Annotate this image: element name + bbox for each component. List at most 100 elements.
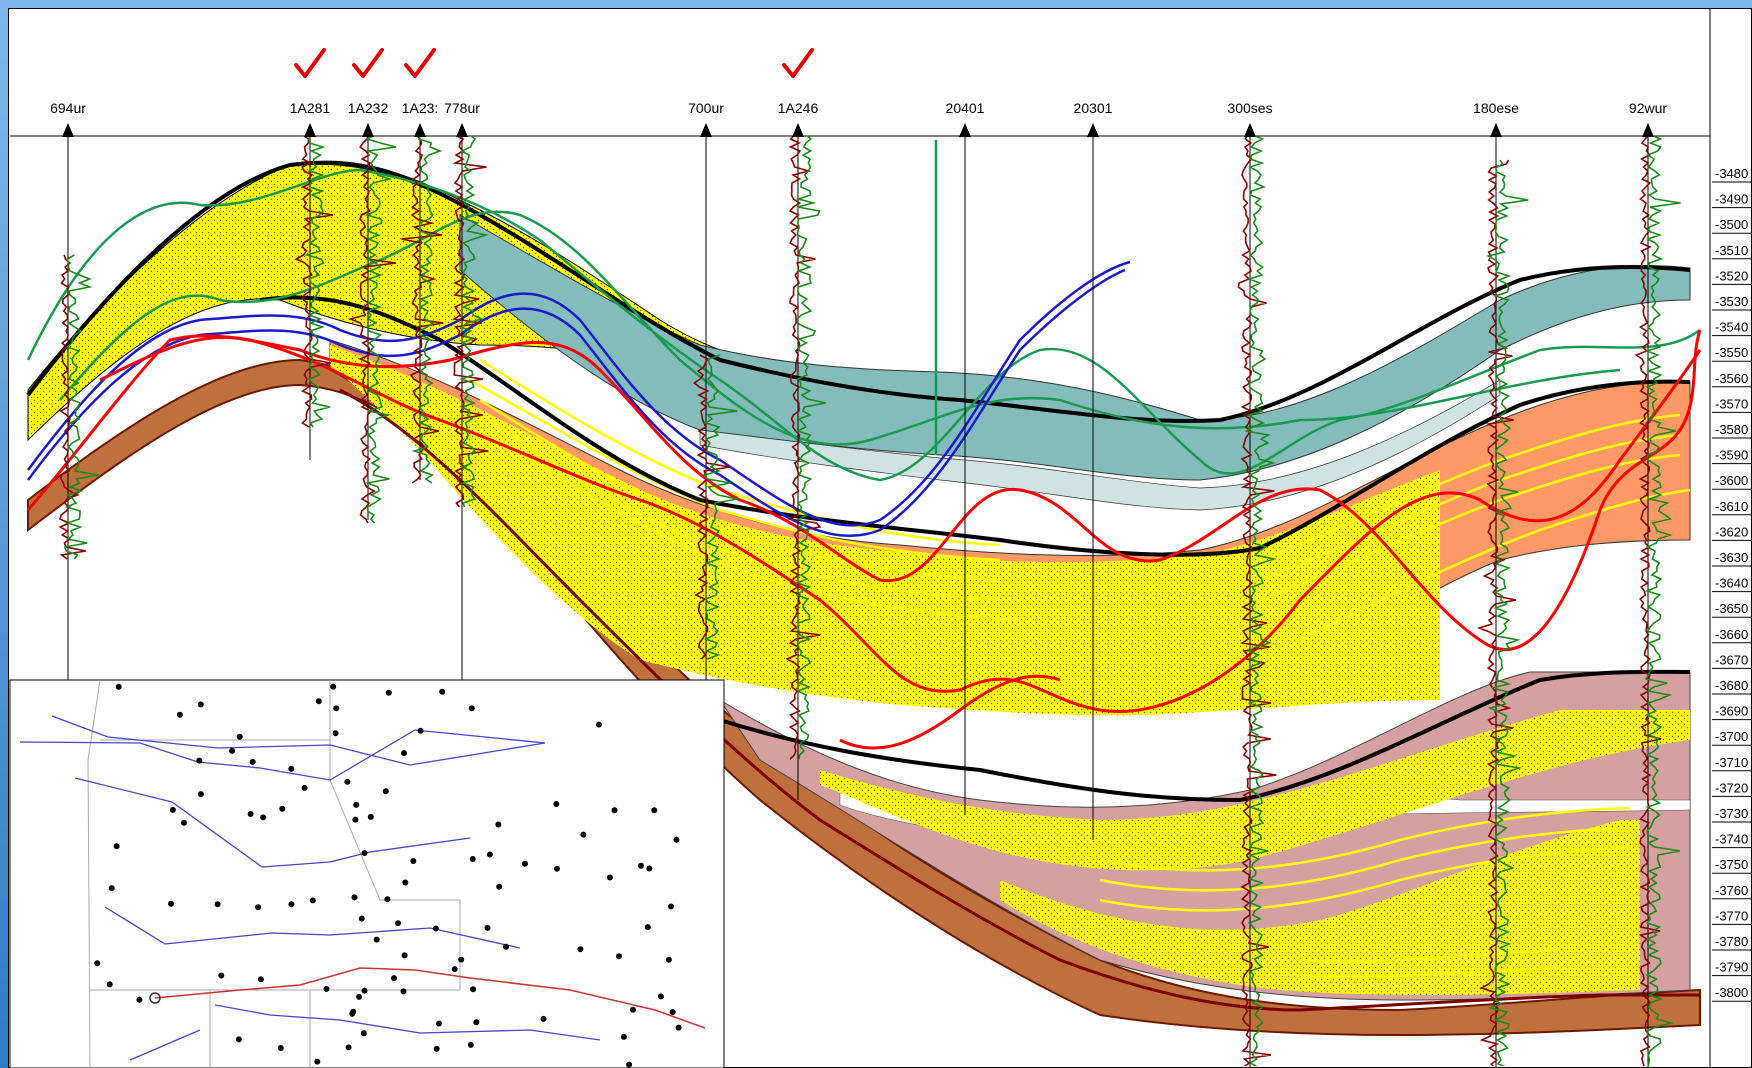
map-selected-well[interactable] <box>149 992 161 1004</box>
map-well-dot <box>436 1020 442 1027</box>
map-well-dot <box>580 831 587 838</box>
gamma-log-curve <box>451 136 489 508</box>
map-well-dot <box>113 843 120 850</box>
well-label[interactable]: 300ses <box>1227 100 1272 116</box>
map-well-dot <box>473 1019 480 1026</box>
map-well-dot <box>361 987 368 994</box>
map-well-dot <box>382 788 389 795</box>
map-well-dot <box>433 1045 440 1052</box>
lower-sand-lobe <box>820 710 1690 871</box>
depth-label: -3710 <box>1715 755 1748 770</box>
map-well-dot <box>400 988 407 995</box>
depth-label: -3480 <box>1715 166 1748 181</box>
depth-label: -3510 <box>1715 243 1748 258</box>
gamma-log-curve <box>58 254 86 560</box>
gamma-log-curve <box>1476 159 1517 1066</box>
map-well-dot <box>458 956 465 963</box>
map-well-dot <box>486 851 493 858</box>
map-well-dot <box>470 986 477 993</box>
map-well-dot <box>229 747 236 754</box>
map-well-dot <box>115 683 122 690</box>
depth-label: -3540 <box>1715 320 1748 335</box>
map-section-line <box>104 906 521 949</box>
inset-map[interactable] <box>9 679 725 1068</box>
gamma-log-curve <box>1634 136 1662 1066</box>
well-label[interactable]: 694ur <box>50 100 86 116</box>
well-label[interactable]: 1A246 <box>778 100 819 116</box>
well-headers: 694ur 1A281 1A232 1A23: 778ur 700ur 1A246 20401… <box>50 48 1667 137</box>
depth-label: -3690 <box>1715 704 1748 719</box>
map-well-dot <box>484 924 491 931</box>
triangle-up-icon[interactable] <box>792 123 804 137</box>
map-well-dot <box>323 985 330 992</box>
map-well-dot <box>395 920 401 927</box>
map-well-dot <box>668 903 674 910</box>
well-label[interactable]: 778ur <box>444 100 480 116</box>
depth-label: -3670 <box>1715 652 1748 667</box>
map-well-dot <box>384 896 391 903</box>
triangle-up-icon[interactable] <box>700 123 712 137</box>
main-sand-body <box>330 345 1440 716</box>
map-section-line <box>74 777 471 868</box>
triangle-up-icon[interactable] <box>1244 123 1256 137</box>
map-well-dot <box>235 1036 242 1043</box>
depth-label: -3560 <box>1715 371 1748 386</box>
map-well-dot <box>106 981 113 988</box>
map-well-dot <box>616 953 622 960</box>
green-correlation-curves <box>26 168 1701 482</box>
well-label[interactable]: 92wur <box>1629 100 1667 116</box>
map-well-dot <box>94 960 101 967</box>
triangle-up-icon[interactable] <box>456 123 468 137</box>
triangle-up-icon[interactable] <box>414 123 426 137</box>
map-well-dot <box>288 901 295 908</box>
map-well-dot <box>345 1044 352 1051</box>
triangle-up-icon[interactable] <box>1490 123 1502 137</box>
well-label[interactable]: 20401 <box>946 100 985 116</box>
well-label[interactable]: 1A232 <box>348 100 389 116</box>
triangle-up-icon[interactable] <box>362 123 374 137</box>
well-label[interactable]: 1A23: <box>402 100 439 116</box>
map-well-dot <box>402 879 409 886</box>
map-well-dot <box>626 1061 633 1068</box>
depth-label: -3530 <box>1715 294 1748 309</box>
resistivity-log-curve <box>411 136 443 484</box>
triangle-up-icon[interactable] <box>1087 123 1099 137</box>
triangle-up-icon[interactable] <box>304 123 316 137</box>
depth-label: -3520 <box>1715 268 1748 283</box>
map-well-dot <box>353 801 360 808</box>
red-checkmark-icon <box>404 48 436 78</box>
map-well-dot <box>344 778 351 785</box>
triangle-up-icon[interactable] <box>1642 123 1654 137</box>
map-well-dot <box>367 813 374 820</box>
resistivity-log-curve <box>1644 136 1681 1066</box>
map-active-section-line <box>154 967 706 1029</box>
triangle-up-icon[interactable] <box>959 123 971 137</box>
map-well-dot <box>277 1045 284 1051</box>
map-well-dot <box>314 1058 321 1065</box>
well-label[interactable]: 180ese <box>1473 100 1519 116</box>
well-label[interactable]: 20301 <box>1074 100 1113 116</box>
triangle-up-icon[interactable] <box>62 123 74 137</box>
map-well-dot <box>356 993 363 1000</box>
depth-label: -3590 <box>1715 448 1748 463</box>
dark-red-basement-line <box>339 388 1700 1012</box>
map-well-dot <box>181 819 187 826</box>
well-label[interactable]: 1A281 <box>290 100 331 116</box>
depth-label: -3570 <box>1715 396 1748 411</box>
map-well-dot <box>630 1006 636 1013</box>
map-well-dot <box>467 1041 474 1048</box>
map-well-dot <box>553 801 560 807</box>
map-well-dot <box>669 1009 676 1016</box>
map-well-dot <box>675 1024 682 1031</box>
map-well-dot <box>358 915 365 922</box>
map-well-dots <box>94 683 682 1068</box>
depth-label: -3790 <box>1715 960 1748 975</box>
resistivity-log-curve <box>63 254 99 560</box>
map-well-dot <box>315 698 322 705</box>
map-well-dot <box>197 791 204 798</box>
gamma-log-curve <box>692 354 731 660</box>
well-label[interactable]: 700ur <box>688 100 724 116</box>
map-well-dot <box>540 1015 547 1022</box>
map-well-dot <box>196 757 203 764</box>
